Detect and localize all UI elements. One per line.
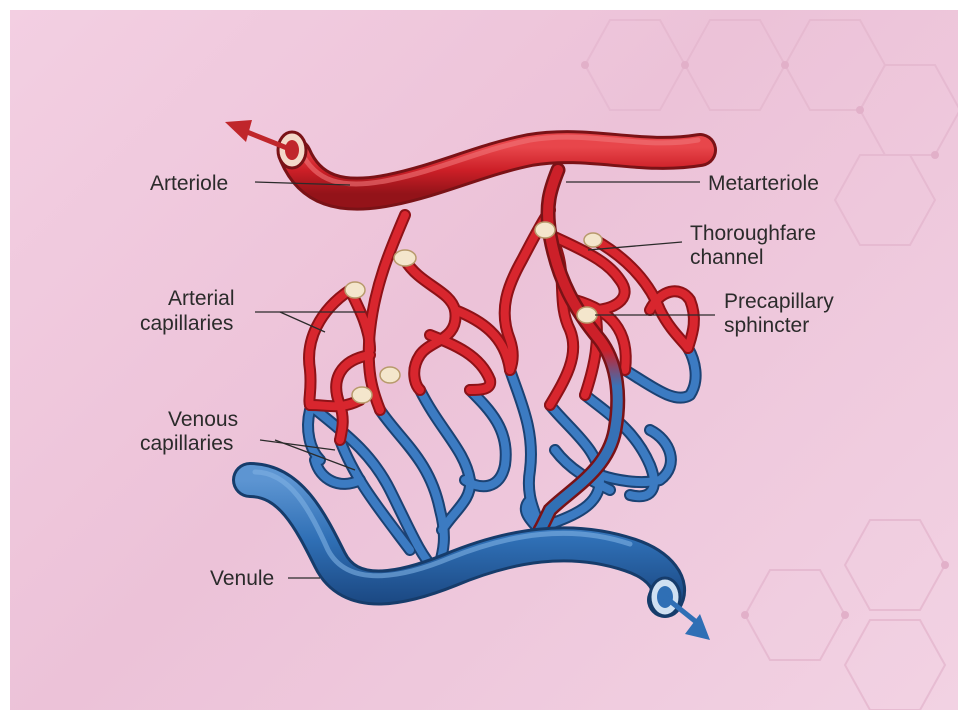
label-venous-capillaries-2: capillaries bbox=[140, 432, 233, 455]
label-precapillary-sphincter-1: Precapillary bbox=[724, 290, 834, 313]
flow-arrow-out-arteriole bbox=[225, 120, 292, 150]
label-venule: Venule bbox=[210, 567, 274, 590]
capillary-bed-diagram: Arteriole Metarteriole Thoroughfare chan… bbox=[10, 10, 958, 710]
label-metarteriole: Metarteriole bbox=[708, 172, 819, 195]
label-thoroughfare-channel-2: channel bbox=[690, 246, 764, 269]
hexagon-pattern bbox=[585, 20, 958, 710]
label-precapillary-sphincter-2: sphincter bbox=[724, 314, 809, 337]
diagram-frame: Arteriole Metarteriole Thoroughfare chan… bbox=[10, 10, 958, 710]
label-arterial-capillaries-1: Arterial bbox=[168, 287, 235, 310]
label-arterial-capillaries-2: capillaries bbox=[140, 312, 233, 335]
flow-arrow-out-venule bbox=[665, 597, 710, 640]
arteriole-vessel bbox=[295, 137, 700, 194]
label-venous-capillaries-1: Venous bbox=[168, 408, 238, 431]
arterial-capillaries bbox=[309, 210, 694, 440]
label-thoroughfare-channel-1: Thoroughfare bbox=[690, 222, 816, 245]
label-arteriole: Arteriole bbox=[150, 172, 228, 195]
